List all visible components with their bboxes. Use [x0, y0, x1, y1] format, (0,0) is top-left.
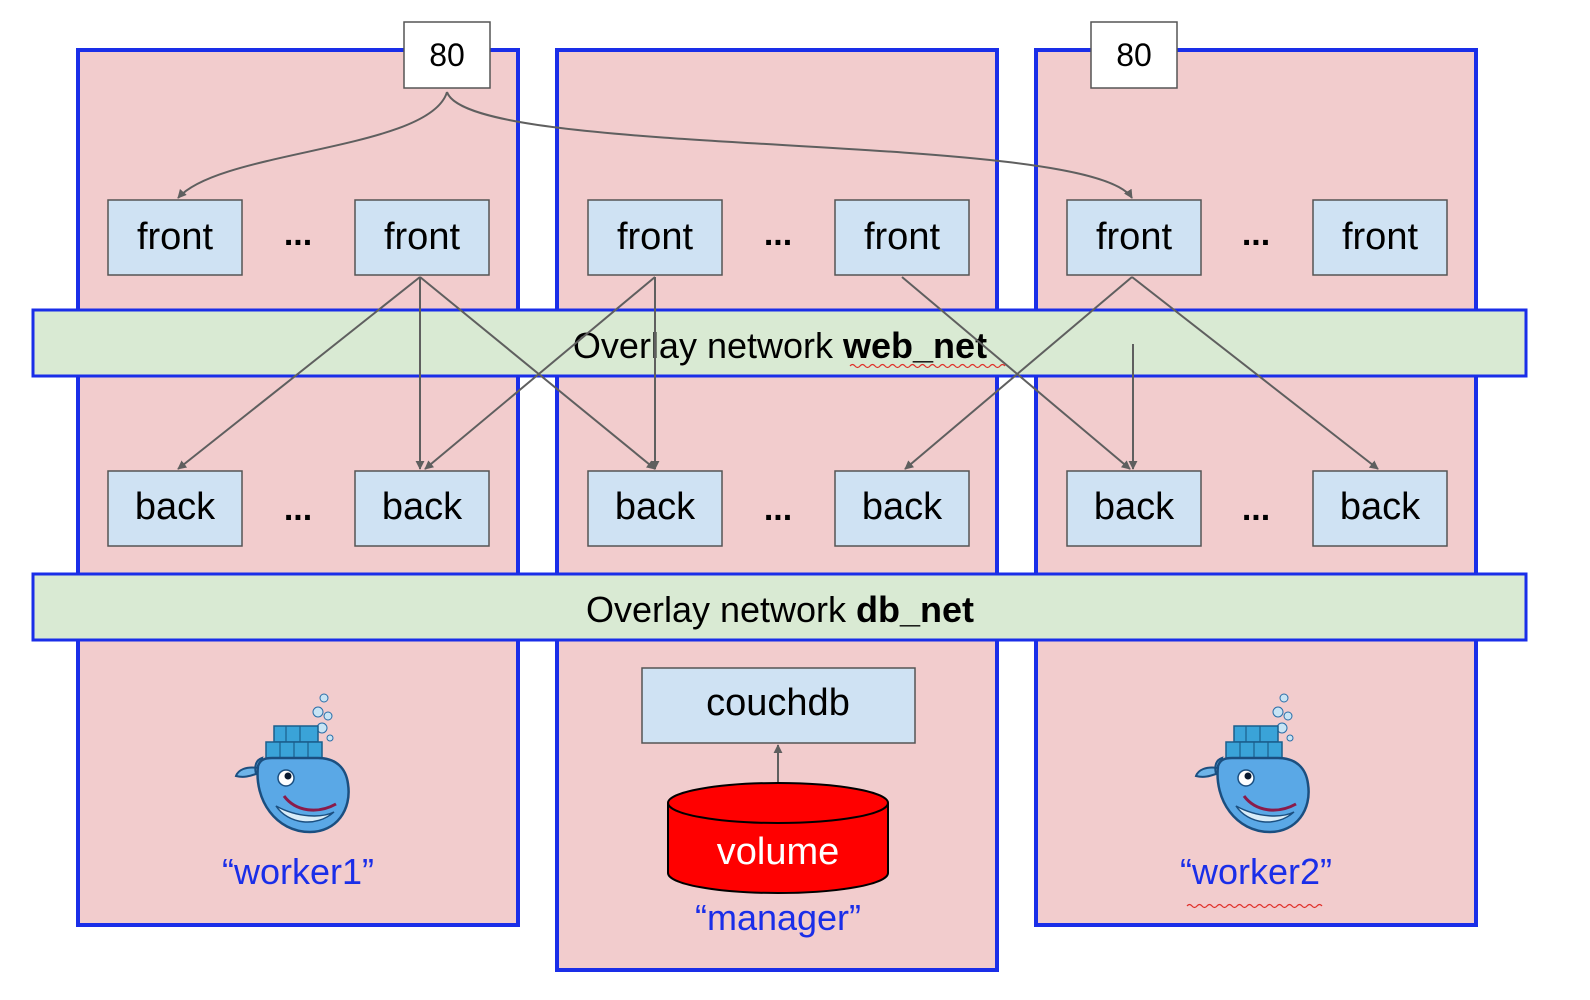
- back-service: [587, 470, 723, 547]
- ellipsis: ...: [1242, 215, 1270, 253]
- back-service: [834, 470, 970, 547]
- front-label: front: [864, 216, 940, 258]
- volume-cylinder: [667, 782, 889, 894]
- back-label: back: [382, 486, 463, 528]
- arrow-front-to-back: [424, 276, 656, 470]
- back-service: [1066, 470, 1202, 547]
- arrow-front-to-back: [177, 276, 421, 470]
- network-web-net-label: Overlay network web_net: [573, 325, 987, 366]
- arrows: [177, 91, 1379, 788]
- port-label-worker1: 80: [429, 37, 465, 73]
- ellipsis: ...: [284, 215, 312, 253]
- back-label: back: [1094, 486, 1175, 528]
- arrow-port-to-front: [177, 91, 448, 199]
- back-service: [354, 470, 490, 547]
- volume-label: volume: [717, 831, 840, 873]
- port-label-worker2: 80: [1116, 37, 1152, 73]
- network-db-net-label: Overlay network db_net: [586, 589, 974, 630]
- network-db-net: [31, 572, 1528, 642]
- port-box-worker2: [1090, 21, 1178, 89]
- port-box-worker1: [403, 21, 491, 89]
- ellipsis: ...: [284, 490, 312, 528]
- back-label: back: [1340, 486, 1421, 528]
- spellcheck-underline: [849, 363, 1006, 369]
- front-service: [1312, 199, 1448, 276]
- front-label: front: [1096, 216, 1172, 258]
- front-service: [107, 199, 243, 276]
- host-label-worker2: “worker2”: [1180, 851, 1332, 892]
- network-web-net: [31, 308, 1528, 378]
- arrow-front-to-back: [419, 276, 656, 470]
- couchdb-label: couchdb: [706, 682, 850, 724]
- back-service: [107, 470, 243, 547]
- back-label: back: [135, 486, 216, 528]
- front-label: front: [384, 216, 460, 258]
- front-service: [587, 199, 723, 276]
- arrow-front-to-back: [1131, 276, 1379, 470]
- spellcheck-underline: [1186, 903, 1323, 909]
- front-service: [1066, 199, 1202, 276]
- ellipsis: ...: [764, 490, 792, 528]
- front-label: front: [617, 216, 693, 258]
- back-label: back: [862, 486, 943, 528]
- ellipsis: ...: [764, 215, 792, 253]
- back-label: back: [615, 486, 696, 528]
- couchdb-service: [641, 667, 916, 744]
- arrow-port-to-front: [446, 91, 1133, 199]
- host-label-manager: “manager”: [695, 897, 861, 938]
- arrow-front-to-back: [904, 276, 1133, 470]
- back-service: [1312, 470, 1448, 547]
- front-service: [354, 199, 490, 276]
- arrow-front-to-back: [901, 276, 1131, 470]
- ellipsis: ...: [1242, 490, 1270, 528]
- front-service: [834, 199, 970, 276]
- front-label: front: [1342, 216, 1418, 258]
- host-label-worker1: “worker1”: [222, 851, 374, 892]
- front-label: front: [137, 216, 213, 258]
